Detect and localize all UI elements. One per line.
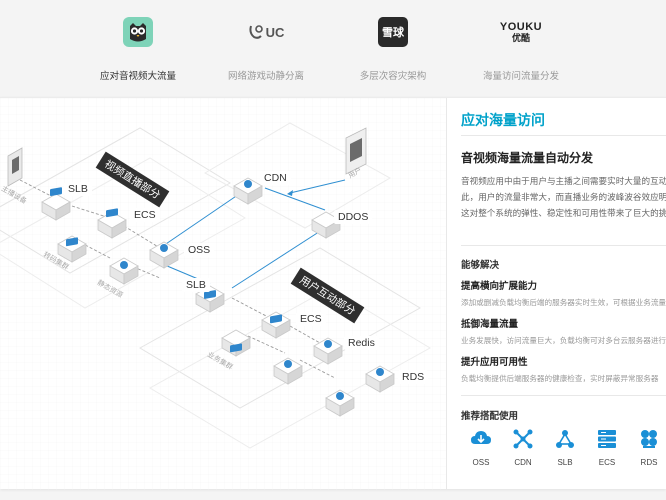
node-ecs-top: ECS (130, 208, 160, 222)
node-ddos: DDOS (334, 210, 373, 224)
uc-logo-text: UC (265, 24, 285, 40)
youku-logo-text: YOUKU (499, 20, 543, 33)
panel-title: 应对海量访问 (461, 112, 545, 128)
solve-detail: 业务发展快，访问流量巨大，负载均衡可对多台云服务器进行流量分发 (461, 336, 666, 345)
node-ecs-mid: ECS (296, 312, 326, 326)
info-panel: 应对海量访问 音视频海量流量自动分发 音视频应用中由于用户与主播之间需要实时大量… (461, 98, 666, 490)
youku-logo: YOUKU 优酷 (499, 17, 543, 47)
youku-logo-cn: 优酷 (511, 32, 530, 43)
recommend-label: RDS (640, 458, 658, 467)
node-oss: OSS (184, 243, 215, 257)
cdn-icon (512, 428, 534, 450)
node-slb-mid: SLB (182, 278, 210, 292)
solve-heading: 抵御海量流量 (461, 319, 519, 330)
uc-logo: UC (241, 17, 291, 47)
tab-traffic-distribution[interactable]: YOUKU 优酷 海量访问流量分发 (441, 0, 601, 92)
solve-heading: 提升应用可用性 (461, 357, 528, 368)
recommend-label: SLB (557, 458, 573, 467)
ecs-icon (596, 428, 618, 450)
oss-icon (470, 428, 492, 450)
node-rds: RDS (398, 370, 429, 384)
recommend-slb[interactable]: SLB (545, 428, 585, 467)
recommend-rds[interactable]: RDS (629, 428, 666, 467)
tab-label: 网络游戏动静分离 (227, 71, 304, 82)
tab-label: 海量访问流量分发 (482, 71, 559, 82)
recommend-ecs[interactable]: ECS (587, 428, 627, 467)
tab-label: 应对音视频大流量 (99, 71, 176, 82)
solution-card: 视频直播部分 用户互动部分 SLB ECS OSS CDN DDOS SLB E… (0, 97, 666, 490)
panel-separator (461, 245, 666, 246)
architecture-diagram: 视频直播部分 用户互动部分 SLB ECS OSS CDN DDOS SLB E… (0, 98, 446, 490)
panel-subtitle: 音视频海量流量自动分发 (461, 151, 594, 165)
tab-label: 多层次容灾架构 (359, 71, 427, 82)
tab-disaster-recovery[interactable]: 雪球 多层次容灾架构 (313, 0, 473, 92)
solve-detail: 添加或删减负载均衡后端的服务器实时生效，可根据业务流量大小 (461, 298, 666, 307)
xueqiu-logo: 雪球 (378, 17, 408, 47)
node-redis: Redis (344, 336, 379, 350)
tab-av-traffic[interactable]: 应对音视频大流量 (58, 0, 218, 92)
recommend-oss[interactable]: OSS (461, 428, 501, 467)
recommend-label: CDN (514, 458, 532, 467)
xueqiu-logo-text: 雪球 (382, 27, 404, 39)
recommend-cdn[interactable]: CDN (503, 428, 543, 467)
recommend-title: 推荐搭配使用 (461, 411, 519, 422)
panel-description: 音视频应用中由于用户与主播之间需要实时大量的互动，因此，用户的流量非常大，而直播… (461, 176, 666, 218)
solves-title: 能够解决 (461, 260, 500, 271)
slb-icon (554, 428, 576, 450)
node-slb-top: SLB (64, 182, 92, 196)
solve-item: 抵御海量流量 业务发展快，访问流量巨大，负载均衡可对多台云服务器进行流量分发 (461, 316, 666, 346)
solve-item: 提高横向扩展能力 添加或删减负载均衡后端的服务器实时生效，可根据业务流量大小 (461, 278, 666, 308)
recommend-label: OSS (472, 458, 490, 467)
case-tabs: 应对音视频大流量 UC 网络游戏动静分离 雪球 多层次容灾架构 YOUKU 优酷 (0, 0, 666, 92)
node-cdn: CDN (260, 171, 291, 185)
owl-icon (123, 17, 153, 47)
solve-detail: 负载均衡提供后端服务器的健康检查，实时屏蔽异常服务器 (461, 374, 659, 383)
solve-heading: 提高横向扩展能力 (461, 281, 538, 292)
panel-separator (461, 135, 666, 136)
panel-divider (446, 98, 447, 490)
rds-icon (638, 428, 660, 450)
recommend-label: ECS (598, 458, 616, 467)
tab-game-separation[interactable]: UC 网络游戏动静分离 (186, 0, 346, 92)
panel-separator (461, 395, 666, 396)
solve-item: 提升应用可用性 负载均衡提供后端服务器的健康检查，实时屏蔽异常服务器 (461, 354, 666, 384)
